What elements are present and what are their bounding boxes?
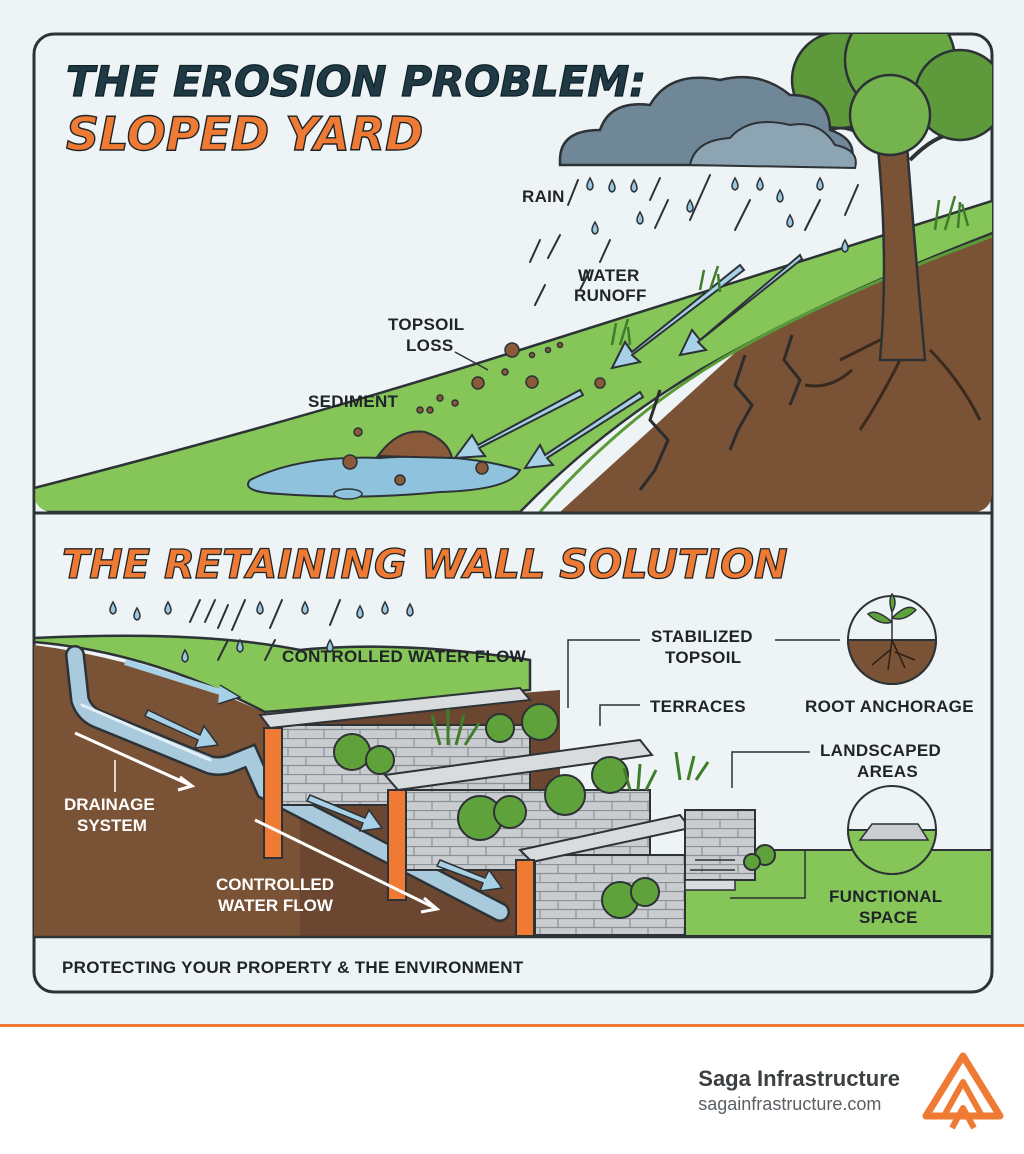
- grass-tufts: [610, 195, 970, 346]
- landscaped-label-1: LANDSCAPED: [820, 741, 941, 760]
- topsoil-loss-label-1: TOPSOIL: [388, 315, 464, 334]
- footer-accent-line: [0, 1024, 1024, 1028]
- shrubs: [333, 703, 776, 919]
- drainage-label-2: SYSTEM: [77, 816, 147, 835]
- controlled-flow-label-2: WATER FLOW: [218, 896, 334, 915]
- saga-logo-icon: [922, 1052, 1004, 1130]
- soil-crack: [728, 354, 754, 451]
- rain-drops-bottom: [109, 600, 414, 663]
- functional-space-inset: [846, 785, 938, 875]
- water-runoff-label-2: RUNOFF: [574, 286, 647, 305]
- problem-title-line1: THE EROSION PROBLEM:: [66, 57, 646, 106]
- terraces-label: TERRACES: [650, 697, 746, 716]
- root-anchorage-inset: [846, 592, 938, 685]
- soil-crack: [638, 389, 670, 491]
- topsoil-loss-label-2: LOSS: [406, 336, 454, 355]
- problem-title-line2: SLOPED YARD: [66, 107, 423, 161]
- leafy-plants: [430, 709, 710, 791]
- brand-block: Saga Infrastructure sagainfrastructure.c…: [698, 1066, 900, 1115]
- water-runoff-label-1: WATER: [578, 266, 640, 285]
- sediment-mound: [376, 430, 454, 460]
- grass-edge: [34, 634, 532, 714]
- sediment-label: SEDIMENT: [308, 392, 399, 411]
- controlled-flow-label-1: CONTROLLED: [216, 875, 334, 894]
- stabilized-label-1: STABILIZED: [651, 627, 753, 646]
- rain-streaks: [529, 174, 859, 306]
- functional-label-2: SPACE: [859, 908, 918, 927]
- retaining-wall-panel: THE RETAINING WALL SOLUTION CONTROLLED W…: [34, 541, 992, 977]
- rain-cloud: [558, 75, 857, 170]
- rain-label: RAIN: [522, 187, 565, 206]
- soil-slope: [34, 200, 992, 512]
- brand-name: Saga Infrastructure: [698, 1066, 900, 1091]
- footer: [0, 1027, 1024, 1154]
- drainage-label-1: DRAINAGE: [64, 795, 155, 814]
- soil-crack: [782, 334, 802, 406]
- functional-label-1: FUNCTIONAL: [829, 887, 942, 906]
- brand-url-link[interactable]: sagainfrastructure.com: [698, 1094, 882, 1114]
- runoff-arrows: [452, 253, 804, 470]
- root-anchorage-label: ROOT ANCHORAGE: [805, 697, 974, 716]
- controlled-flow-top-label: CONTROLLED WATER FLOW: [282, 647, 527, 666]
- stabilized-label-2: TOPSOIL: [665, 648, 741, 667]
- caption: PROTECTING YOUR PROPERTY & THE ENVIRONME…: [62, 958, 524, 977]
- erosion-problem-panel: THE EROSION PROBLEM: SLOPED YARD RAIN WA…: [34, 34, 992, 512]
- drainage-pipe: [65, 645, 510, 922]
- solution-title: THE RETAINING WALL SOLUTION: [62, 542, 788, 588]
- flow-arrows: [74, 731, 441, 914]
- topsoil-debris: [353, 341, 606, 437]
- rain-drops: [586, 176, 849, 253]
- rain-streaks-bottom: [189, 599, 341, 661]
- landscaped-label-2: AREAS: [857, 762, 918, 781]
- subsurface-arrows: [143, 709, 504, 892]
